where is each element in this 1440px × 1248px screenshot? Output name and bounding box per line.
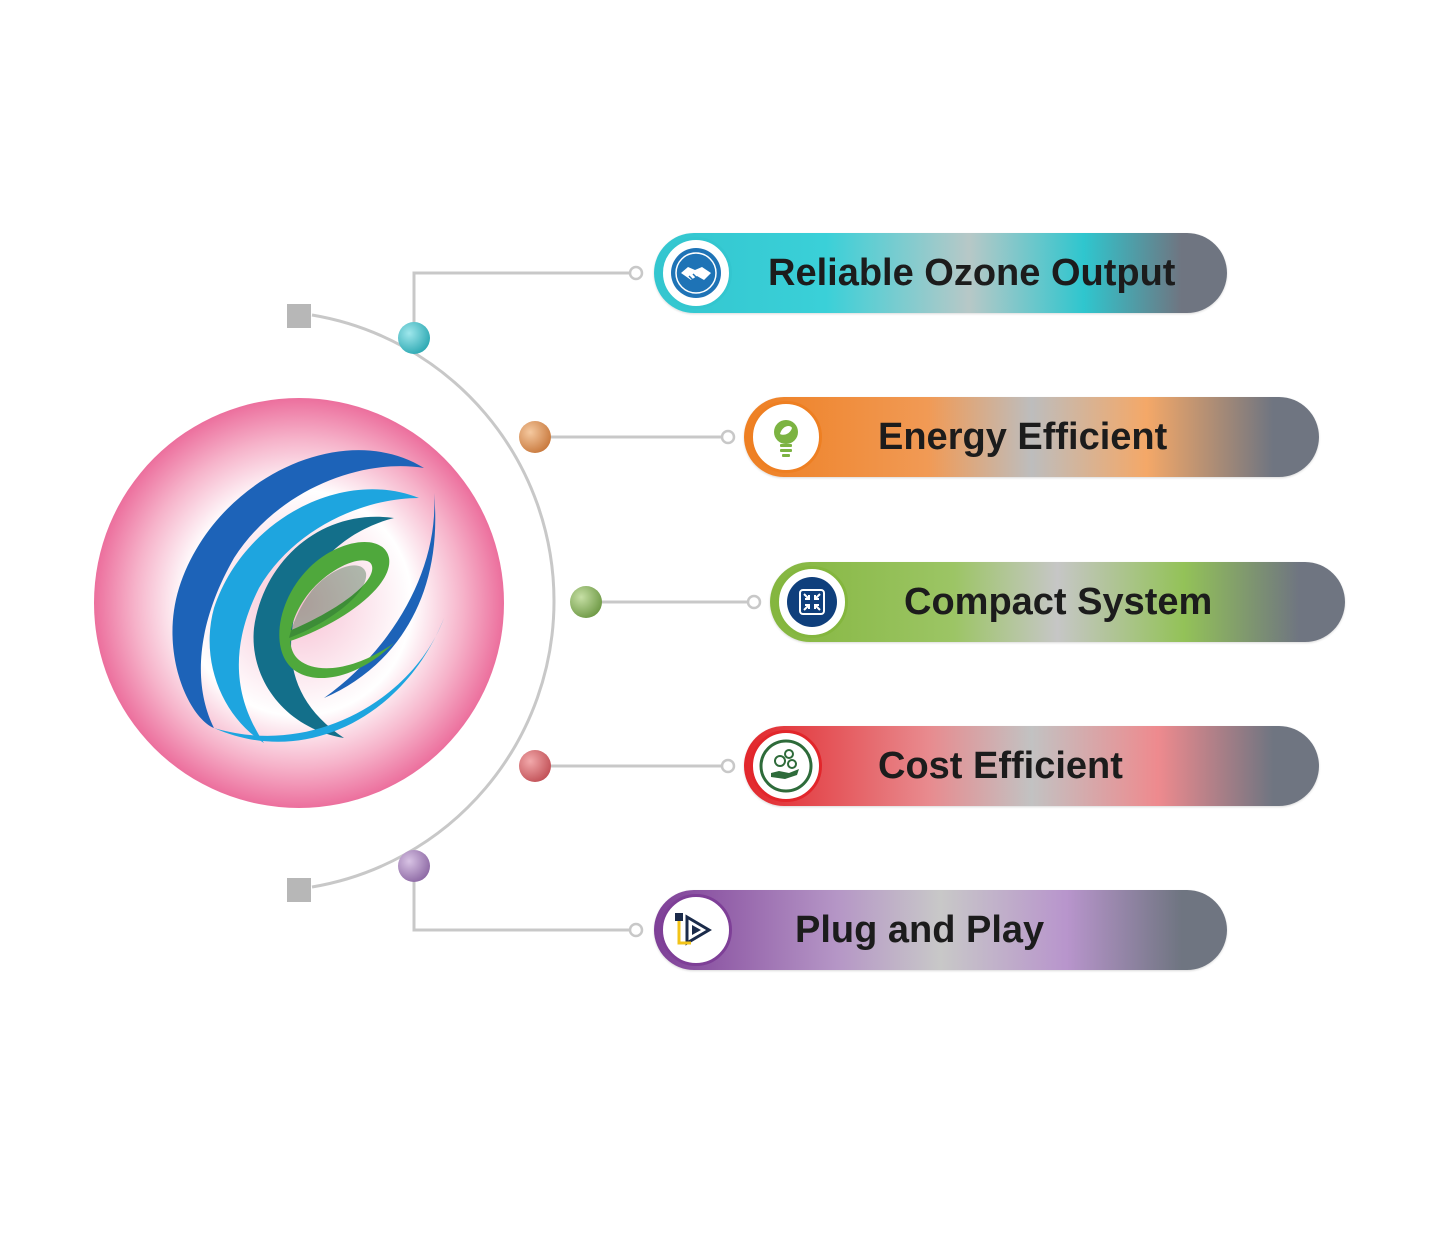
compress-arrows-icon: [776, 566, 848, 638]
connector-dot-5: [398, 850, 430, 882]
branch-end-ring: [628, 265, 644, 281]
feature-label: Plug and Play: [795, 909, 1045, 951]
arc-end-square-bottom: [287, 878, 311, 902]
branch-end-ring: [720, 758, 736, 774]
feature-label: Compact System: [904, 581, 1213, 623]
feature-pill-plug-and-play: Plug and Play: [654, 890, 1227, 970]
branch-line-5: [412, 866, 630, 932]
eco-lightbulb-icon: [750, 401, 822, 473]
plug-play-icon: [660, 894, 732, 966]
feature-pill-compact-system: Compact System: [770, 562, 1345, 642]
feature-pill-energy-efficient: Energy Efficient: [744, 397, 1319, 477]
connector-dot-3: [570, 586, 602, 618]
feature-label: Cost Efficient: [878, 745, 1123, 787]
feature-pill-cost-efficient: Cost Efficient: [744, 726, 1319, 806]
feature-pill-reliable-ozone-output: Reliable Ozone Output: [654, 233, 1227, 313]
company-logo: [94, 398, 504, 808]
branch-line-1: [412, 271, 630, 338]
connector-dot-2: [519, 421, 551, 453]
connector-dot-1: [398, 322, 430, 354]
connector-arc: [311, 313, 556, 889]
handshake-icon: [660, 237, 732, 309]
branch-end-ring: [746, 594, 762, 610]
feature-label: Energy Efficient: [878, 416, 1168, 458]
feature-label: Reliable Ozone Output: [768, 252, 1176, 294]
branch-end-ring: [628, 922, 644, 938]
arc-end-square-top: [287, 304, 311, 328]
money-hand-icon: [750, 730, 822, 802]
branch-end-ring: [720, 429, 736, 445]
connector-dot-4: [519, 750, 551, 782]
